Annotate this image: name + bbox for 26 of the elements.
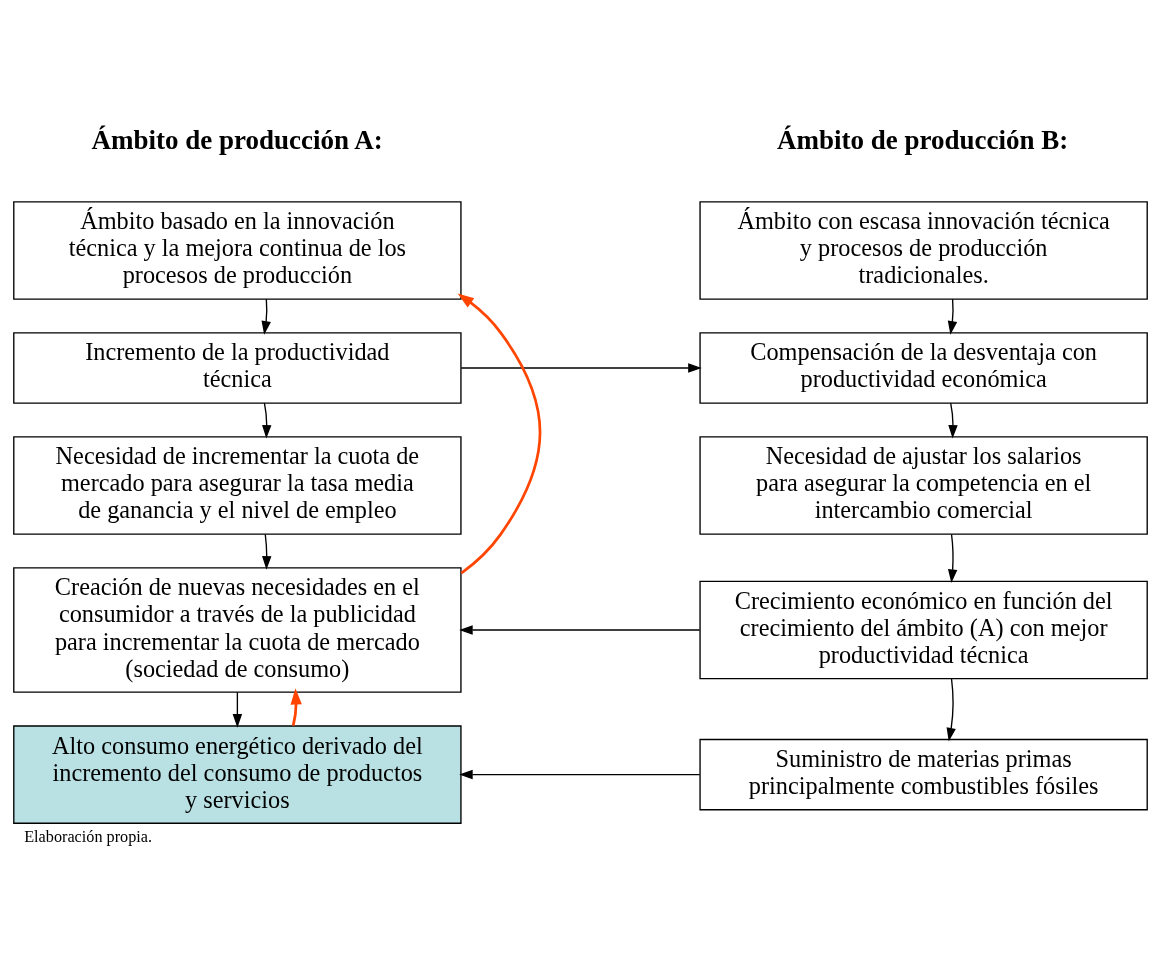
arrow — [948, 401, 958, 439]
arrow — [947, 533, 958, 583]
arrow — [457, 292, 542, 574]
arrow — [232, 691, 243, 728]
node-box: Alto consumo energético derivado del incremento del consumo de productos y servicios — [13, 724, 462, 824]
node-box: Ámbito basado en la innovación técnica y la mejora continua de los procesos de producción — [13, 200, 462, 300]
arrow — [947, 298, 958, 335]
label: Ámbito de producción A: — [91, 124, 383, 155]
node-box: Crecimiento económico en función del crecimiento del ámbito (A) con mejor productividad técnica — [699, 580, 1148, 679]
node-box: Incremento de la productividad técnica — [13, 331, 462, 404]
arrow — [459, 769, 701, 779]
node-box: Suministro de materias primas principalmente combustibles fósiles — [699, 738, 1148, 810]
node-box: Ámbito con escasa innovación técnica y procesos de producción tradicionales. — [699, 200, 1148, 300]
node-box: Creación de nuevas necesidades en el consumidor a través de la publicidad para incrementar la cuota de mercado (sociedad de consumo) — [13, 566, 462, 693]
node-box: Necesidad de ajustar los salarios para asegurar la competencia en el intercambio comercial — [699, 435, 1148, 535]
arrow — [262, 533, 272, 570]
arrow — [459, 624, 701, 635]
node-box: Compensación de la desventaja con productividad económica — [699, 331, 1148, 404]
arrow — [290, 687, 302, 726]
arrow — [460, 362, 702, 373]
caption: Elaboración propia. — [24, 827, 152, 846]
arrow — [946, 677, 956, 741]
node-box: Necesidad de incrementar la cuota de mercado para asegurar la tasa media de ganancia y el nivel de empleo — [13, 435, 462, 535]
arrow — [262, 401, 272, 439]
label: Ámbito de producción B: — [777, 124, 1069, 155]
arrow — [261, 298, 271, 335]
